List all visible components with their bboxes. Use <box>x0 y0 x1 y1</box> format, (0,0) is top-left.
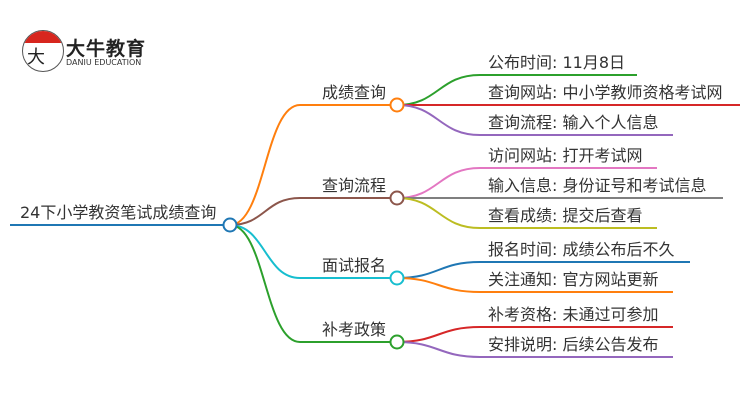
leaf-connector <box>396 104 673 136</box>
leaf-label: 安排说明: 后续公告发布 <box>488 335 659 354</box>
branch-label: 成绩查询 <box>322 83 387 102</box>
branch-label: 补考政策 <box>322 320 387 339</box>
leaf-connector <box>396 167 657 199</box>
leaf-connector <box>396 277 673 293</box>
leaf-connector <box>396 197 657 229</box>
branch-connector <box>229 104 391 226</box>
leaf-connector <box>396 326 673 343</box>
leaf-label: 查询网站: 中小学教师资格考试网 <box>488 83 723 102</box>
branch-connector <box>229 224 391 279</box>
branch-node-circle <box>389 334 405 350</box>
logo-subtitle: DANIU EDUCATION <box>66 58 142 67</box>
leaf-label: 补考资格: 未通过可参加 <box>488 305 659 324</box>
branch-node-circle <box>389 190 405 206</box>
leaf-label: 查看成绩: 提交后查看 <box>488 206 643 225</box>
leaf-connector <box>396 341 673 358</box>
leaf-label: 关注通知: 官方网站更新 <box>488 270 659 289</box>
leaf-connector <box>396 74 637 106</box>
branch-label: 查询流程 <box>322 176 387 195</box>
branch-node-circle <box>389 270 405 286</box>
leaf-label: 查询流程: 输入个人信息 <box>488 113 659 132</box>
branch-label: 面试报名 <box>322 256 387 275</box>
logo-brand: 大牛教育 <box>66 38 147 60</box>
root-node-circle <box>222 217 238 233</box>
branch-connector <box>229 197 391 226</box>
leaf-label: 访问网站: 打开考试网 <box>488 146 643 165</box>
leaf-label: 输入信息: 身份证号和考试信息 <box>488 176 707 195</box>
logo-mark: 大 <box>22 30 64 72</box>
leaf-connector <box>396 261 690 279</box>
branch-node-circle <box>389 97 405 113</box>
root-label: 24下小学教资笔试成绩查询 <box>20 203 217 222</box>
leaf-label: 报名时间: 成绩公布后不久 <box>488 240 675 259</box>
leaf-label: 公布时间: 11月8日 <box>488 53 626 72</box>
branch-connector <box>229 224 391 343</box>
